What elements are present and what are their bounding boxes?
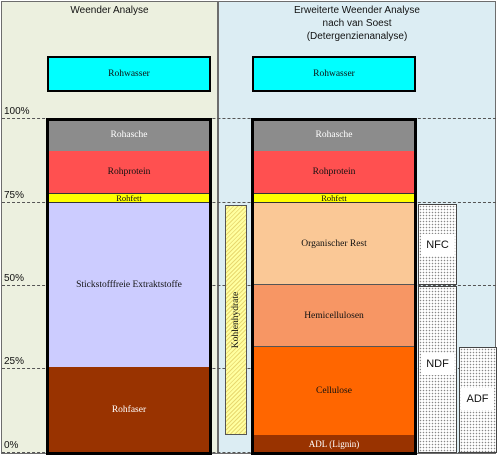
left-nfe-segment: Stickstofffreie Extraktstoffe xyxy=(47,203,211,367)
van-soest-title-line1: Erweiterte Weender Analyse xyxy=(294,5,420,16)
gridline-75 xyxy=(2,202,496,203)
left-ash-segment: Rohasche xyxy=(47,119,211,151)
carbohydrates-bracket: Kohlenhydrate xyxy=(225,205,247,435)
organic-rest-segment: Organischer Rest xyxy=(252,203,416,285)
label-50: 50% xyxy=(4,273,25,284)
left-fat-segment: Rohfett xyxy=(47,193,211,203)
left-water-box: Rohwasser xyxy=(47,56,211,92)
gridline-25 xyxy=(2,368,496,369)
ndf-label: NDF xyxy=(421,353,454,375)
label-0: 0% xyxy=(4,440,19,451)
left-column-outline xyxy=(46,118,212,455)
right-protein-segment: Rohprotein xyxy=(252,151,416,193)
nfc-label: NFC xyxy=(421,234,454,256)
left-fiber-segment: Rohfaser xyxy=(47,367,211,453)
right-water-box: Rohwasser xyxy=(252,56,416,92)
van-soest-title-line2: nach van Soest xyxy=(322,18,392,29)
cellulose-segment: Cellulose xyxy=(252,347,416,435)
weender-title: Weender Analyse xyxy=(70,5,149,16)
carbohydrates-label: Kohlenhydrate xyxy=(231,291,242,349)
adf-label: ADF xyxy=(461,388,494,410)
gridline-0 xyxy=(2,452,496,453)
adl-lignin-segment: ADL (Lignin) xyxy=(252,435,416,453)
left-protein-segment: Rohprotein xyxy=(47,151,211,193)
right-fat-segment: Rohfett xyxy=(252,193,416,203)
van-soest-title-line3: (Detergenzienanalyse) xyxy=(306,31,408,42)
gridline-50 xyxy=(2,285,496,286)
van-soest-title: Erweiterte Weender Analyse nach van Soes… xyxy=(218,4,496,43)
label-100: 100% xyxy=(4,106,30,117)
right-ash-segment: Rohasche xyxy=(252,119,416,151)
right-column-outline xyxy=(251,118,417,455)
hemicellulose-segment: Hemicellulosen xyxy=(252,285,416,347)
label-25: 25% xyxy=(4,356,25,367)
label-75: 75% xyxy=(4,190,25,201)
gridline-100 xyxy=(2,118,496,119)
